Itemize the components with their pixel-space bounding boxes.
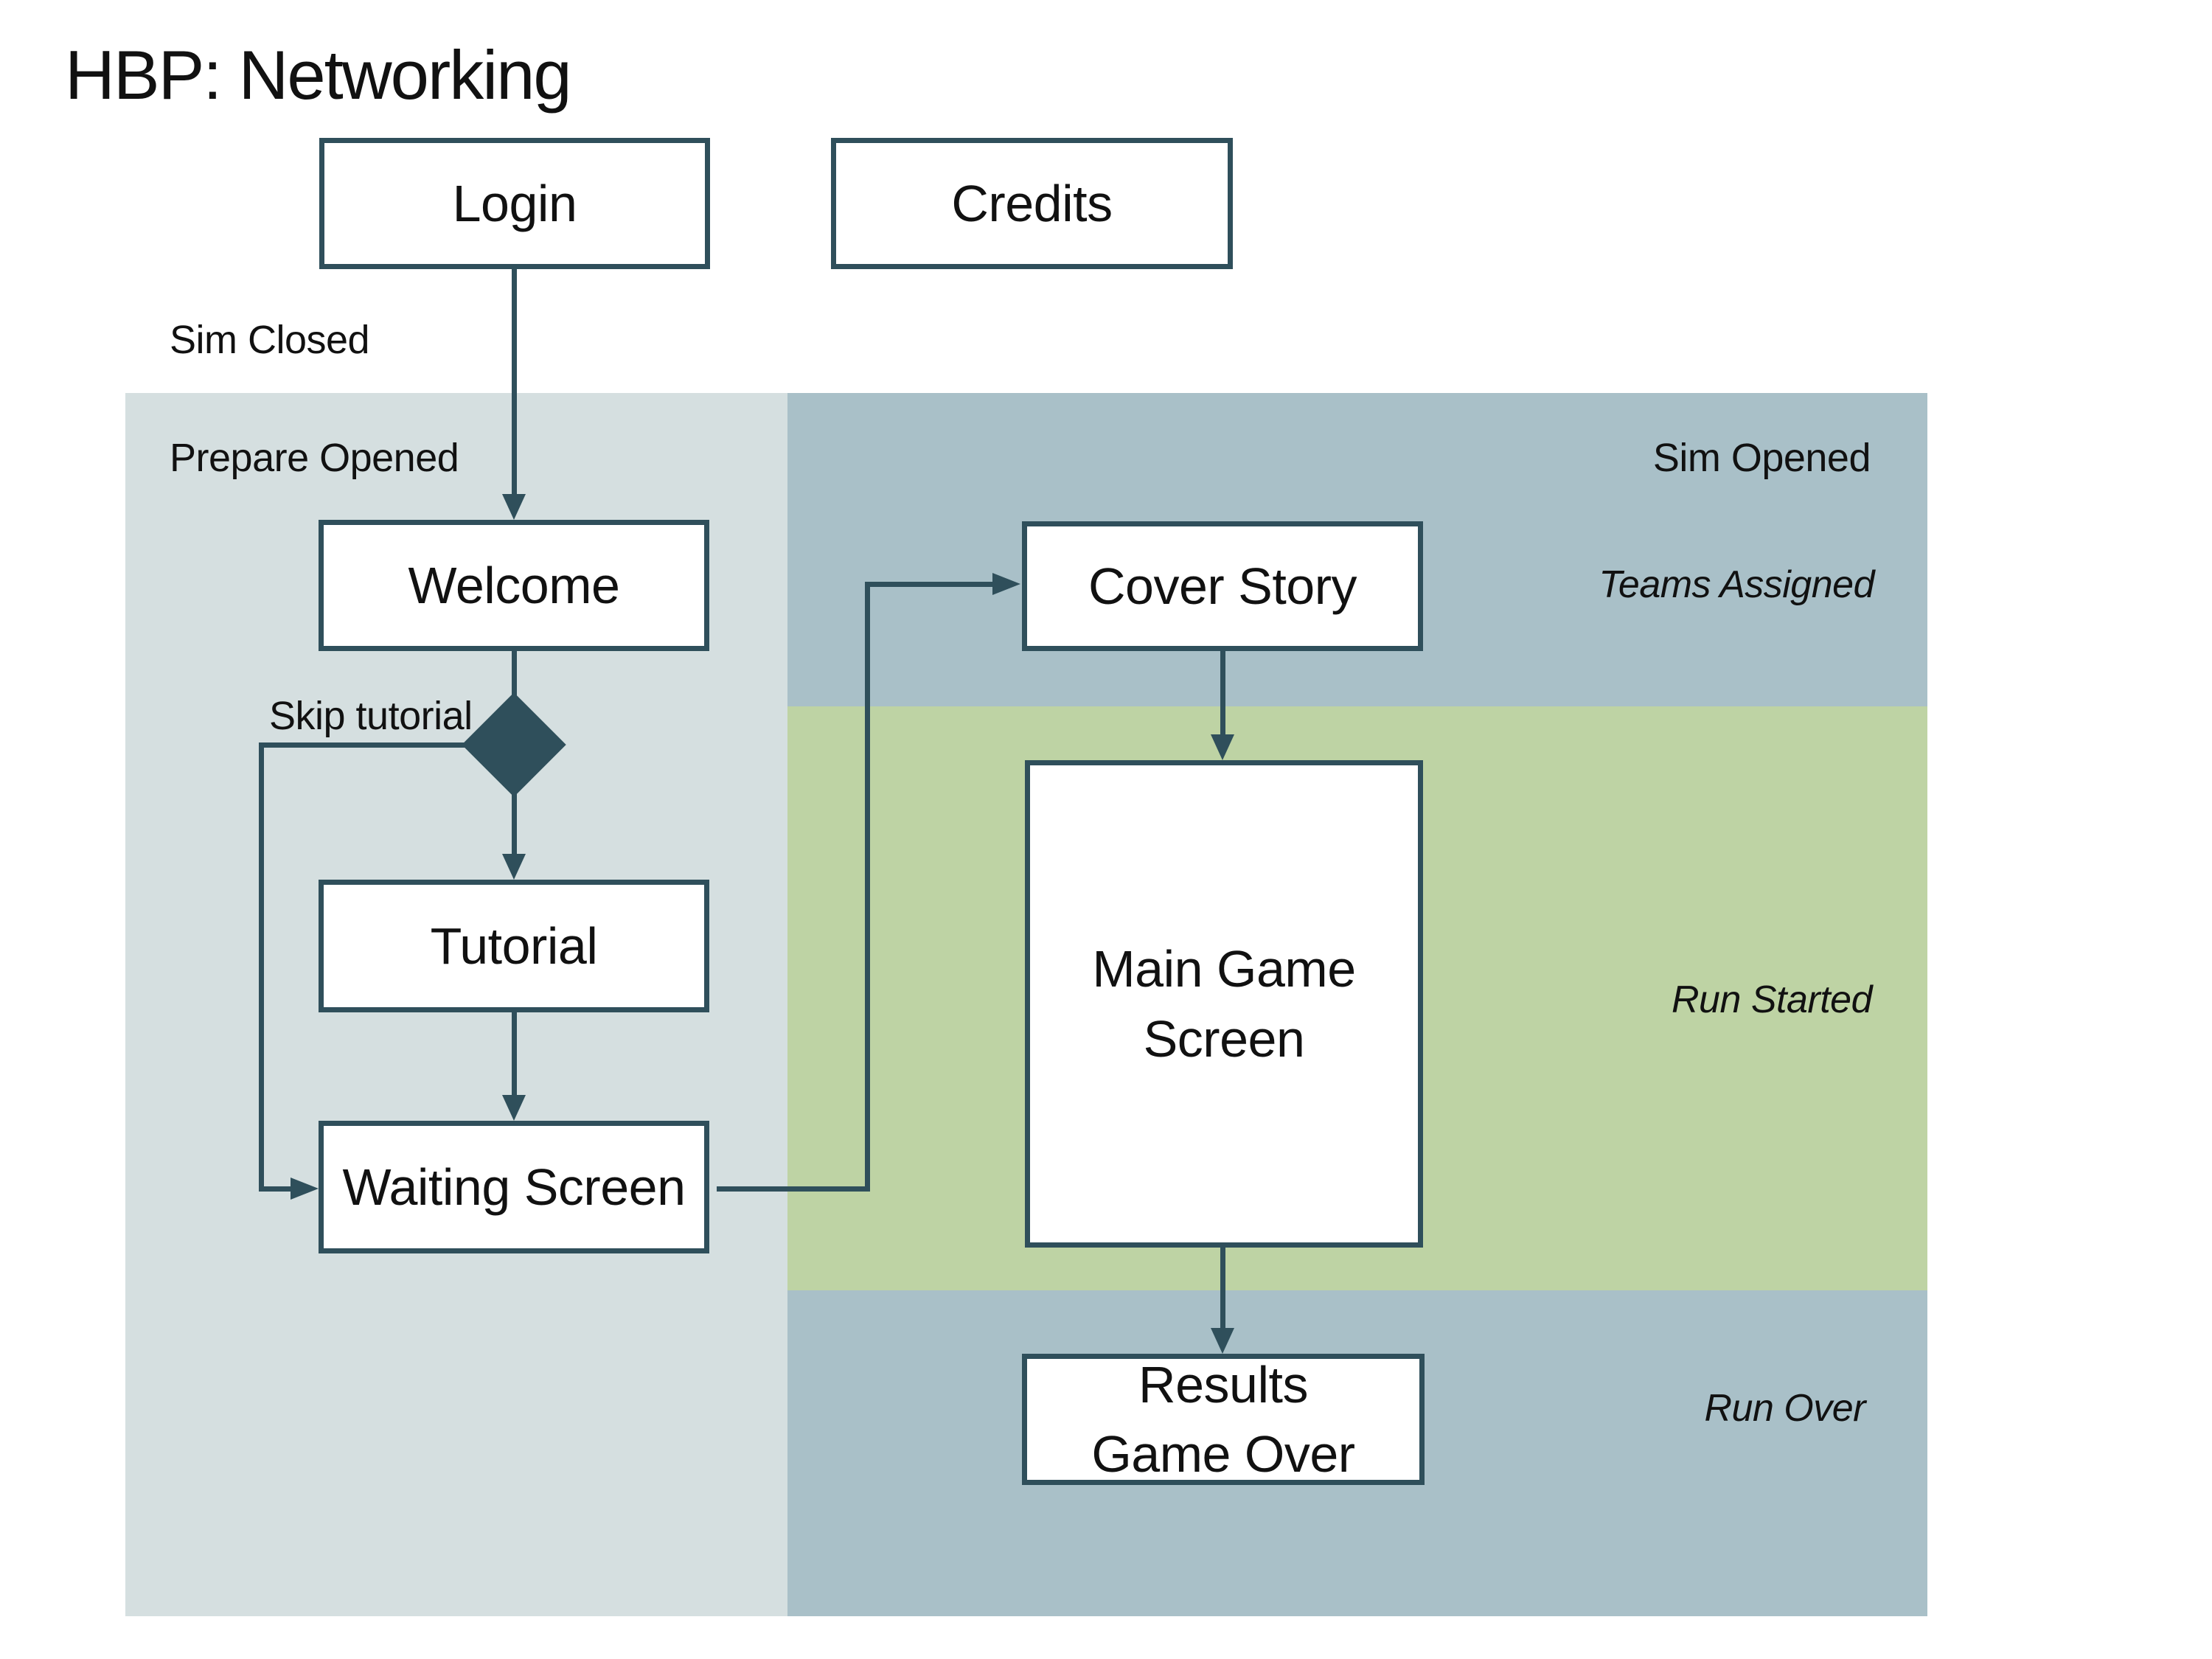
arrowhead-down-icon [1211,1328,1234,1354]
node-results-game-over-label: Results Game Over [1091,1355,1355,1484]
label-run-started: Run Started [1672,978,1873,1021]
node-waiting-screen: Waiting Screen [319,1121,709,1253]
node-tutorial-label: Tutorial [430,917,598,975]
edge-waiting-to-cover-vertical [865,582,870,1192]
arrowhead-down-icon [502,494,526,520]
edge-cover-to-main [1220,651,1225,734]
edge-skip-tutorial-horizontal [259,742,480,748]
edge-skip-tutorial-vertical [259,742,264,1192]
edge-skip-tutorial-into-waiting [259,1186,293,1192]
edge-main-to-results [1220,1248,1225,1328]
page-title: HBP: Networking [65,36,572,114]
node-results-game-over: Results Game Over [1022,1354,1425,1485]
node-login: Login [319,138,710,269]
label-run-over: Run Over [1704,1387,1865,1430]
edge-decision-to-tutorial [512,778,517,854]
node-tutorial: Tutorial [319,880,709,1012]
edge-waiting-to-cover-top [865,582,994,587]
arrowhead-down-icon [502,1095,526,1121]
label-skip-tutorial: Skip tutorial [269,694,473,738]
node-main-game-screen: Main Game Screen [1025,760,1423,1248]
node-main-game-screen-label: Main Game Screen [1092,940,1356,1068]
arrowhead-down-icon [1211,734,1234,760]
edge-waiting-to-cover-horizontal [717,1186,870,1192]
node-welcome: Welcome [319,520,709,651]
arrowhead-right-icon [992,573,1020,595]
node-login-label: Login [452,174,577,232]
edge-tutorial-to-waiting [512,1012,517,1095]
node-welcome-label: Welcome [408,556,620,614]
node-credits-label: Credits [951,174,1113,232]
node-credits: Credits [831,138,1233,269]
arrowhead-down-icon [502,854,526,880]
node-waiting-screen-label: Waiting Screen [342,1158,686,1216]
edge-login-to-welcome [512,269,517,494]
node-cover-story: Cover Story [1022,521,1423,651]
node-cover-story-label: Cover Story [1088,557,1357,615]
label-sim-closed: Sim Closed [170,318,370,362]
label-sim-opened: Sim Opened [1652,436,1871,480]
label-prepare-opened: Prepare Opened [170,436,459,480]
arrowhead-right-icon [291,1178,319,1200]
edge-welcome-to-decision [512,651,517,714]
label-teams-assigned: Teams Assigned [1599,563,1874,606]
